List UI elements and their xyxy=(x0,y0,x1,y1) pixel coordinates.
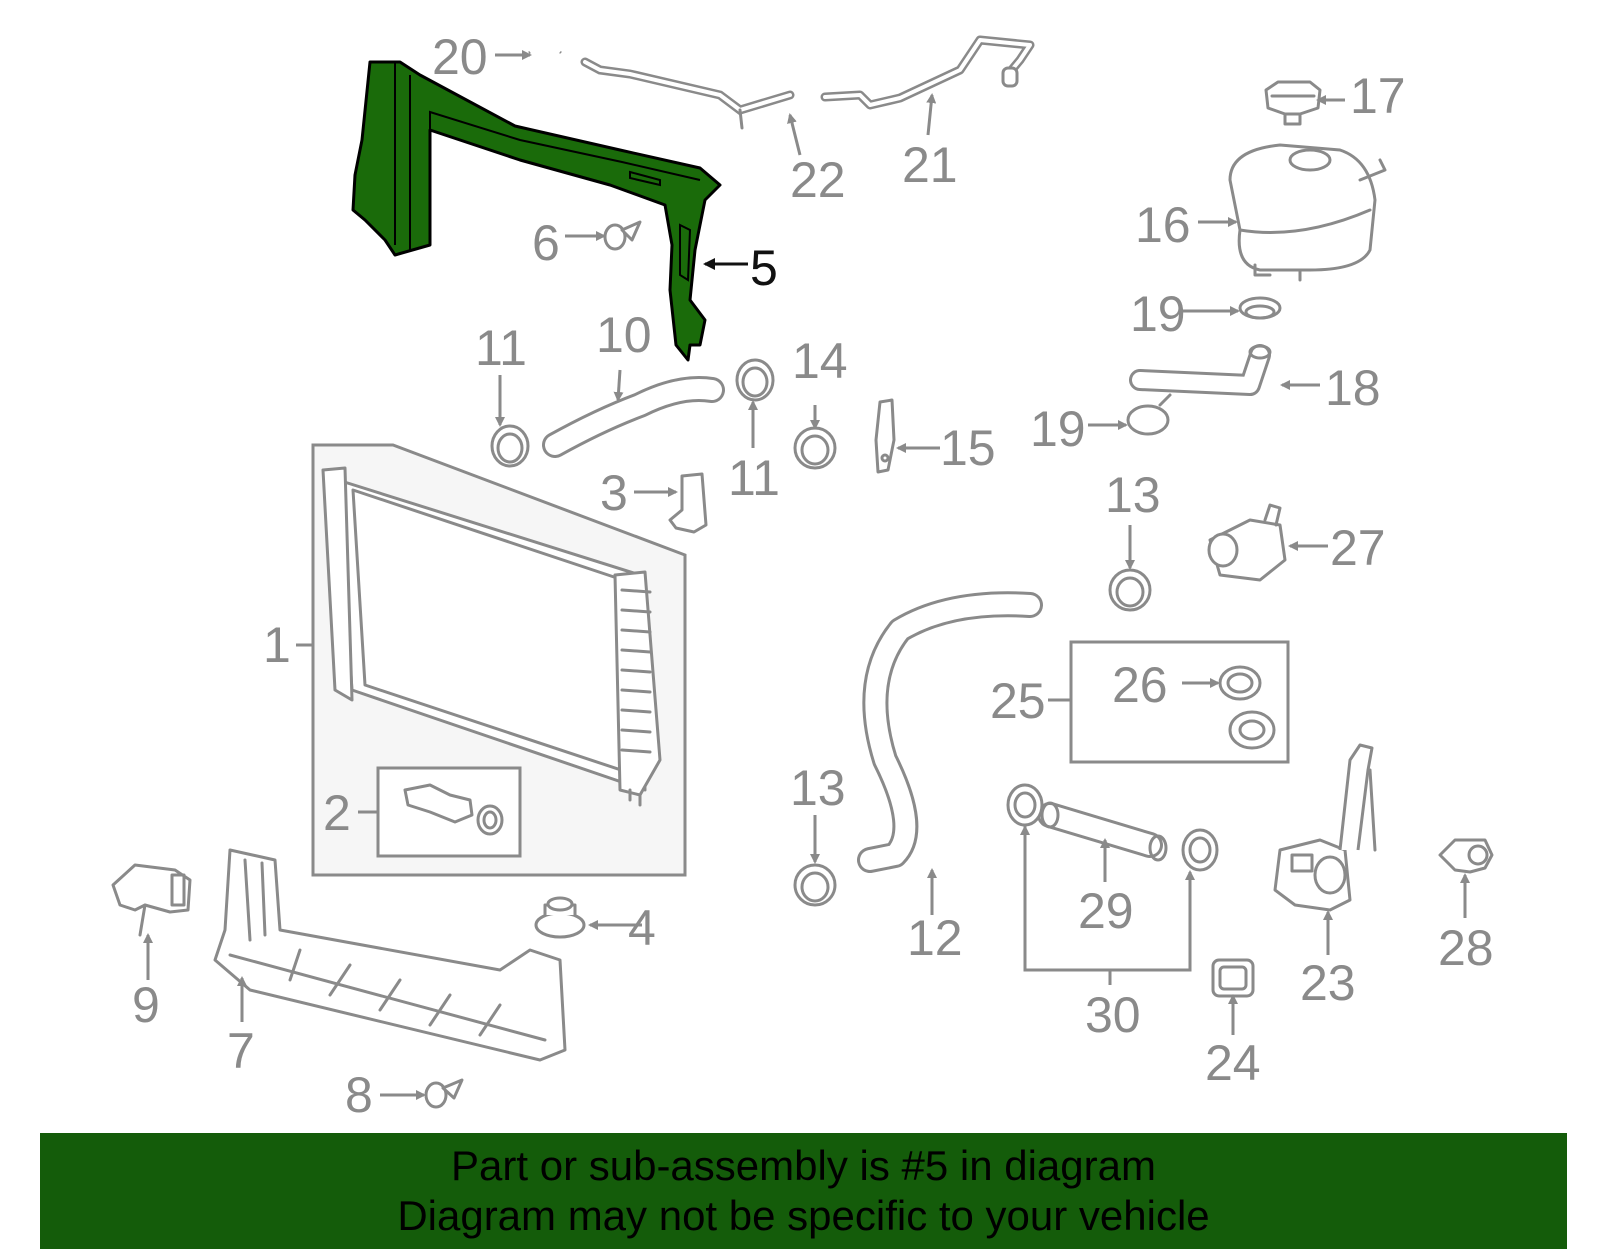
part-7-deflector[interactable] xyxy=(213,848,567,1062)
callout-21: 21 xyxy=(902,137,958,193)
callout-9: 9 xyxy=(132,977,160,1033)
part-19-clamp-upper[interactable] xyxy=(1238,296,1282,320)
callout-29: 29 xyxy=(1078,883,1134,939)
callout-18: 18 xyxy=(1325,360,1381,416)
part-11-clamp-left[interactable] xyxy=(490,424,530,468)
callout-labels: 20 22 21 6 5 17 16 19 18 19 10 11 14 15 … xyxy=(132,29,1494,1123)
part-13-clamp-lower[interactable] xyxy=(793,863,837,907)
part-14-clamp[interactable] xyxy=(793,426,837,470)
callout-30: 30 xyxy=(1085,987,1141,1043)
part-22-pipe[interactable] xyxy=(580,57,795,130)
callout-5: 5 xyxy=(750,240,778,296)
banner-line-1: Part or sub-assembly is #5 in diagram xyxy=(451,1142,1156,1189)
callout-19-upper: 19 xyxy=(1130,286,1186,342)
callout-13-lower: 13 xyxy=(790,760,846,816)
callout-19-lower: 19 xyxy=(1030,401,1086,457)
part-28-clip[interactable] xyxy=(1438,838,1494,874)
part-23-outlet[interactable] xyxy=(1273,743,1377,912)
callout-15: 15 xyxy=(940,420,996,476)
part-8-push-pin[interactable] xyxy=(424,1078,464,1109)
part-30-seal-left[interactable] xyxy=(1006,783,1044,827)
part-2-sensor[interactable] xyxy=(403,783,504,836)
callout-7: 7 xyxy=(227,1023,255,1079)
part-3-bracket[interactable] xyxy=(668,472,708,534)
part-17-cap[interactable] xyxy=(1264,80,1322,126)
part-26-seal[interactable] xyxy=(1218,665,1262,701)
callout-22: 22 xyxy=(790,152,846,208)
part-1-radiator[interactable] xyxy=(321,466,662,807)
part-25-seal[interactable] xyxy=(1228,710,1276,750)
part-19-clamp-lower[interactable] xyxy=(1126,393,1172,436)
callout-4: 4 xyxy=(628,900,656,956)
callout-27: 27 xyxy=(1330,520,1386,576)
part-20-hose[interactable] xyxy=(528,44,562,54)
callout-23: 23 xyxy=(1300,955,1356,1011)
callout-26: 26 xyxy=(1112,657,1168,713)
part-27-housing[interactable] xyxy=(1207,503,1287,582)
part-24-gasket[interactable] xyxy=(1211,958,1255,998)
banner-line-2: Diagram may not be specific to your vehi… xyxy=(397,1192,1210,1239)
callout-13-upper: 13 xyxy=(1105,467,1161,523)
part-12-hose[interactable] xyxy=(857,591,1043,873)
callout-16: 16 xyxy=(1135,197,1191,253)
callout-17: 17 xyxy=(1350,68,1406,124)
callout-12: 12 xyxy=(907,910,963,966)
part-18-hose[interactable] xyxy=(1129,344,1272,396)
callout-25: 25 xyxy=(990,673,1046,729)
callout-24: 24 xyxy=(1205,1035,1261,1091)
part-6-push-pin[interactable] xyxy=(603,220,642,251)
callout-2: 2 xyxy=(323,785,351,841)
part-30-seal-right[interactable] xyxy=(1181,828,1219,872)
part-29-pipe[interactable] xyxy=(1037,801,1168,862)
callout-6: 6 xyxy=(532,215,560,271)
info-banner: Part or sub-assembly is #5 in diagram Di… xyxy=(40,1133,1567,1249)
part-10-hose[interactable] xyxy=(542,376,725,458)
part-9-sensor[interactable] xyxy=(111,863,192,937)
callout-8: 8 xyxy=(345,1067,373,1123)
callout-28: 28 xyxy=(1438,920,1494,976)
part-16-reservoir[interactable] xyxy=(1228,143,1387,282)
callout-11-left: 11 xyxy=(475,320,527,376)
callout-20: 20 xyxy=(432,29,488,85)
callout-14: 14 xyxy=(792,333,848,389)
leader-lines xyxy=(143,50,1470,1100)
part-13-clamp-upper[interactable] xyxy=(1108,568,1152,612)
callout-1: 1 xyxy=(263,617,291,673)
part-21-pipe[interactable] xyxy=(820,35,1035,110)
part-15-bracket[interactable] xyxy=(874,398,896,474)
part-5-air-baffle[interactable] xyxy=(351,60,722,362)
part-4-grommet[interactable] xyxy=(534,896,586,939)
callout-11-right: 11 xyxy=(728,450,780,506)
part-11-clamp-right[interactable] xyxy=(735,358,775,402)
callout-3: 3 xyxy=(600,465,628,521)
callout-10: 10 xyxy=(596,307,652,363)
